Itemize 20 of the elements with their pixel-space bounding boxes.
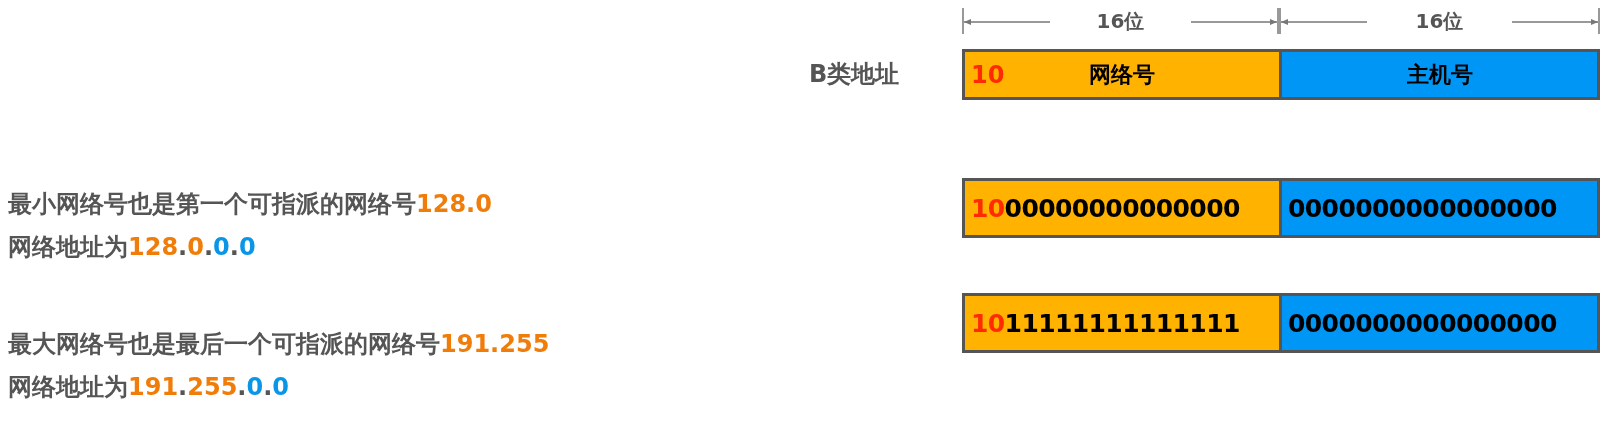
network-field bbox=[962, 178, 1282, 238]
prefix-bits: 10 bbox=[971, 60, 1005, 89]
bit-string: 0000000000000000 bbox=[1288, 308, 1557, 338]
class-label: B类地址 bbox=[809, 59, 900, 90]
bit-string: 0000000000000000 bbox=[1288, 193, 1557, 223]
description-text: 网络地址为191.255.0.0 bbox=[8, 372, 289, 403]
host-field bbox=[1279, 178, 1600, 238]
field-name: 主机号 bbox=[1406, 60, 1473, 89]
description-text: 最大网络号也是最后一个可指派的网络号191.255 bbox=[8, 329, 550, 360]
bit-string: 1000000000000000 bbox=[971, 193, 1240, 223]
description-text: 网络地址为128.0.0.0 bbox=[8, 232, 256, 263]
description-text: 最小网络号也是第一个可指派的网络号128.0 bbox=[8, 189, 492, 220]
bit-string: 1011111111111111 bbox=[971, 308, 1240, 338]
network-field bbox=[962, 49, 1282, 100]
host-field bbox=[1279, 49, 1600, 100]
bit-width-label: 16位 bbox=[1415, 8, 1464, 35]
field-name: 网络号 bbox=[1089, 60, 1155, 89]
network-field bbox=[962, 293, 1282, 353]
bit-width-label: 16位 bbox=[1096, 8, 1145, 35]
host-field bbox=[1279, 293, 1600, 353]
